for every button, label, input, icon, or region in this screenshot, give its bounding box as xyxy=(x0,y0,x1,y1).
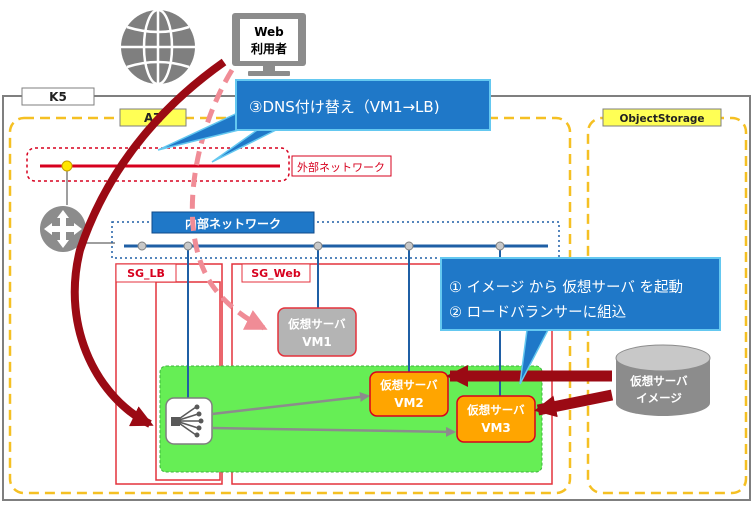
steps-callout-box xyxy=(440,257,721,331)
internal-network-label: 内部ネットワーク xyxy=(185,216,281,231)
object-storage-label-box xyxy=(602,108,722,127)
external-network-box xyxy=(26,147,290,182)
server-image-cylinder-icon xyxy=(615,344,711,416)
vm2-label-line1: 仮想サーバ xyxy=(379,378,438,392)
lb-to-vm3-arrow xyxy=(211,426,456,437)
steps-callout-line1: ① イメージ から 仮想サーバ を起動 xyxy=(449,279,683,296)
sg-web-label-box xyxy=(241,263,311,283)
lb-to-vm2-arrow xyxy=(211,391,370,416)
vm3-label-line1: 仮想サーバ xyxy=(466,403,525,417)
vm2-label-line2: VM2 xyxy=(394,396,424,410)
web-user-terminal-icon xyxy=(232,13,306,76)
steps-callout-line2: ② ロードバランサーに組込 xyxy=(449,304,626,321)
vm1-box xyxy=(277,307,357,357)
external-network-label-box xyxy=(291,155,392,177)
external-network-label: 外部ネットワーク xyxy=(297,160,385,174)
user-to-vm1-dashed-arrow xyxy=(189,68,268,331)
internal-network-box xyxy=(111,221,560,259)
user-to-lb-arrow xyxy=(70,58,227,428)
vm3-label-line2: VM3 xyxy=(481,421,511,435)
load-balancer-icon xyxy=(165,397,213,445)
external-network-port xyxy=(61,160,73,172)
dns-callout-box xyxy=(235,79,491,131)
image-to-vm3-arrow xyxy=(534,389,614,418)
sg-lb-label: SG_LB xyxy=(127,267,165,280)
router-icon xyxy=(40,206,86,252)
web-user-label-line1: Web xyxy=(254,25,284,39)
server-image-label-line2: イメージ xyxy=(636,391,682,405)
vm3-box xyxy=(456,395,536,443)
web-user-label-line2: 利用者 xyxy=(251,41,287,56)
vm1-label-line2: VM1 xyxy=(302,335,332,349)
vm1-label-line1: 仮想サーバ xyxy=(287,317,346,331)
internet-globe-icon xyxy=(121,8,195,86)
sg-lb-label-box xyxy=(115,263,177,283)
server-image-label-line1: 仮想サーバ xyxy=(629,374,688,388)
k5-label: K5 xyxy=(49,90,67,104)
object-storage-label: ObjectStorage xyxy=(619,113,704,125)
internal-network-ports xyxy=(137,241,505,251)
dns-callout-text: ③DNS付け替え（VM1→LB) xyxy=(249,98,440,116)
vm2-box xyxy=(369,371,449,417)
k5-label-box xyxy=(21,87,95,106)
sg-web-label: SG_Web xyxy=(251,267,301,280)
